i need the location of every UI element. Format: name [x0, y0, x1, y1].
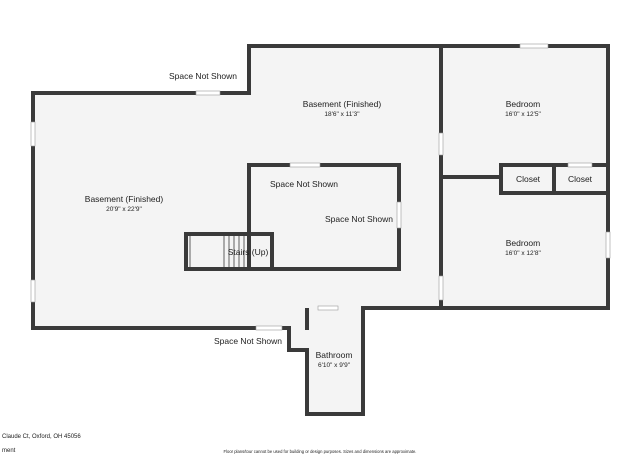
- room-name-basement-main: Basement (Finished): [85, 194, 164, 204]
- wall-inner-block: [184, 163, 401, 271]
- exterior-wall: [31, 44, 610, 416]
- footer-disclaimer: Floor plans/tour cannot be used for buil…: [224, 449, 417, 454]
- space-not-shown-inner-right: Space Not Shown: [325, 214, 393, 224]
- room-name-basement-upper: Basement (Finished): [303, 99, 382, 109]
- space-not-shown-bottom: Space Not Shown: [214, 336, 282, 346]
- window-bottom: [255, 325, 283, 331]
- space-not-shown-top-left: Space Not Shown: [169, 71, 237, 81]
- window-inner-right: [396, 201, 402, 229]
- room-dims-bedroom-top: 16'0" x 12'5": [505, 111, 541, 118]
- window-top-right: [519, 43, 549, 49]
- window-left-upper: [30, 121, 36, 147]
- room-labels: Basement (Finished) 18'6" x 11'3" Baseme…: [85, 71, 593, 369]
- room-name-closet-right: Closet: [568, 174, 593, 184]
- footer-side-label: ment: [2, 448, 16, 454]
- room-name-bedroom-bottom: Bedroom: [506, 238, 541, 248]
- room-name-bedroom-top: Bedroom: [506, 99, 541, 109]
- floor-fills: [33, 46, 608, 414]
- stair-treads: [189, 236, 245, 267]
- window-inner-top: [289, 162, 321, 168]
- room-dims-basement-upper: 18'6" x 11'3": [324, 111, 360, 118]
- window-top-left: [195, 90, 221, 96]
- room-name-stairs: Stairs (Up): [228, 247, 269, 257]
- window-right: [605, 231, 611, 259]
- basement-floor: [33, 46, 608, 414]
- windows: [30, 43, 611, 331]
- space-not-shown-inner-top: Space Not Shown: [270, 179, 338, 189]
- room-dims-bathroom: 6'10" x 9'9": [318, 362, 351, 369]
- room-name-bathroom: Bathroom: [316, 350, 353, 360]
- door-bedroom-bottom: [438, 275, 444, 301]
- door-closet: [567, 162, 593, 168]
- room-dims-basement-main: 20'9" x 22'9": [106, 206, 142, 213]
- footer: Claude Ct, Oxford, OH 45056 ment Floor p…: [2, 434, 416, 454]
- room-name-closet-left: Closet: [516, 174, 541, 184]
- room-dims-bedroom-bottom: 16'0" x 12'8": [505, 250, 541, 257]
- door-bedroom-top: [438, 132, 444, 156]
- window-bath: [317, 305, 339, 311]
- footer-address: Claude Ct, Oxford, OH 45056: [2, 434, 81, 440]
- window-left-lower: [30, 279, 36, 303]
